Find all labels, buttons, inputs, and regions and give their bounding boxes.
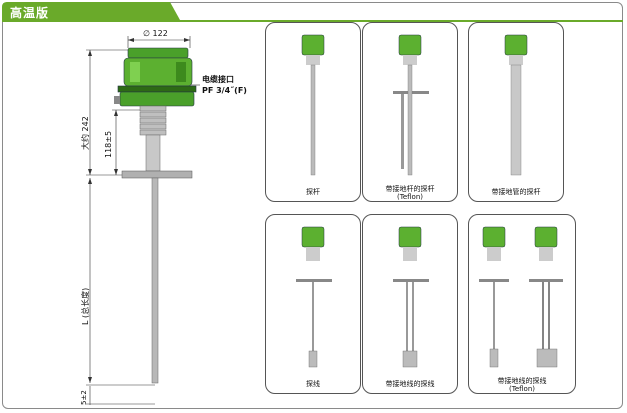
- cable-label: 电缆接口: [202, 75, 234, 84]
- variant-caption: 带接地管的探杆: [491, 188, 541, 196]
- section-tab: 高温版: [2, 2, 180, 20]
- variant-card-ground-cable-teflon: 带接地线的探线 (Teflon): [468, 214, 576, 394]
- variant-subcaption: (Teflon): [509, 385, 535, 393]
- variant-card-rod: 探杆: [265, 22, 361, 202]
- diameter-label: ∅ 122: [143, 29, 168, 38]
- probe-cable-icon: [296, 226, 332, 368]
- header-rule: [2, 20, 623, 22]
- probe-ground-cable-teflon-icon: [479, 226, 563, 368]
- variant-card-ground-rod: 带接地杆的探杆 (Teflon): [362, 22, 458, 202]
- probe-ground-cable-icon: [393, 226, 429, 368]
- variant-caption: 带接地杆的探杆: [385, 185, 435, 193]
- probe-ground-tube-icon: [504, 34, 528, 176]
- flange-label: 118±5: [104, 130, 113, 158]
- variant-caption: 探杆: [306, 188, 320, 196]
- variant-card-ground-cable: 带接地线的探线: [362, 214, 458, 394]
- variant-card-cable: 探线: [265, 214, 361, 394]
- variant-caption: 带接地线的探线: [497, 377, 547, 385]
- length-label: L (总长度): [81, 287, 90, 325]
- probe-ground-rod-icon: [393, 34, 429, 176]
- height-label: 大约 242: [81, 116, 90, 150]
- panel-frame: [2, 2, 623, 409]
- variant-subcaption: (Teflon): [397, 193, 423, 201]
- variant-caption: 探线: [306, 380, 320, 388]
- section-title: 高温版: [10, 6, 50, 20]
- tolerance-label: 5±2: [80, 390, 88, 405]
- variant-card-ground-tube: 带接地管的探杆: [468, 22, 564, 202]
- variant-caption: 带接地线的探线: [385, 380, 435, 388]
- probe-rod-icon: [301, 34, 325, 176]
- thread-label: PF 3/4˝(F): [202, 86, 247, 95]
